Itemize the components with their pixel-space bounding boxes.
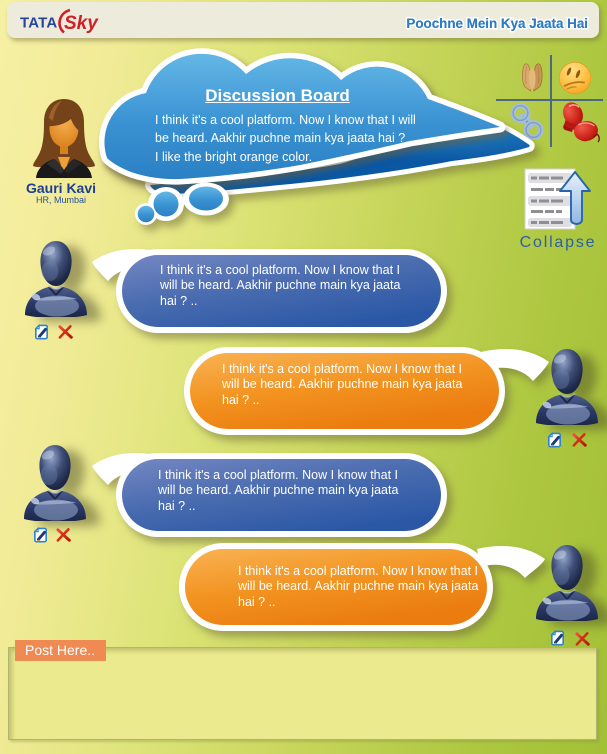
svg-text:TATA: TATA xyxy=(20,15,57,32)
svg-text:Poochne Mein Kya Jaata Hai: Poochne Mein Kya Jaata Hai xyxy=(406,16,588,31)
svg-text:Sky: Sky xyxy=(64,13,99,34)
svg-text:Poochne Mein Kya Jaata Hai: Poochne Mein Kya Jaata Hai xyxy=(406,16,588,31)
